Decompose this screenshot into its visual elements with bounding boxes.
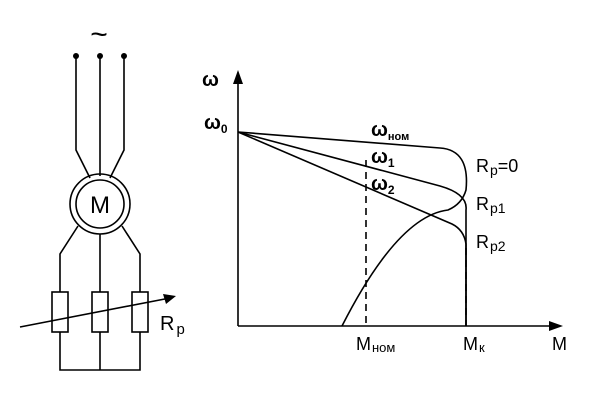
omega2-label: ω2	[371, 173, 395, 197]
nominal-torque-label: Mном	[356, 334, 395, 355]
motor-label: M	[90, 192, 110, 219]
curve-label-rp2: Rp2	[476, 232, 506, 254]
curve-label-rp1: Rp1	[476, 194, 506, 216]
omega-nominal-label: ωном	[371, 119, 409, 143]
mechanical-characteristics-graph: ω M ω0 ωном ω1 ω2 Rp=0 Rp1 Rp2 Mном Mк	[202, 69, 567, 355]
rotor-wire-3	[121, 225, 141, 292]
supply-wire-3	[109, 56, 125, 179]
natural-characteristic-curve	[237, 131, 468, 327]
rotor-resistor-1	[51, 291, 69, 333]
ac-supply-symbol: ~	[90, 18, 108, 51]
variable-resistor-arrow-line	[19, 297, 171, 328]
y-axis-label: ω	[202, 69, 219, 91]
star-connection-bus	[59, 332, 141, 371]
supply-wire-1	[75, 56, 91, 179]
rotor-wire-1	[59, 225, 79, 292]
x-axis-arrowhead	[549, 321, 563, 331]
x-axis-label: M	[552, 334, 567, 354]
curve-label-rp0: Rp=0	[476, 156, 518, 178]
characteristic-curve-rp2	[237, 131, 467, 326]
omega0-label: ω0	[204, 112, 228, 136]
omega1-label: ω1	[371, 146, 395, 170]
rotor-resistor-3	[131, 291, 149, 333]
characteristic-curve-rp1	[237, 131, 467, 326]
variable-resistor-arrowhead	[163, 294, 176, 304]
motor-inner-circle	[75, 179, 125, 229]
critical-torque-label: Mк	[463, 334, 485, 355]
y-axis-arrowhead	[233, 70, 243, 84]
